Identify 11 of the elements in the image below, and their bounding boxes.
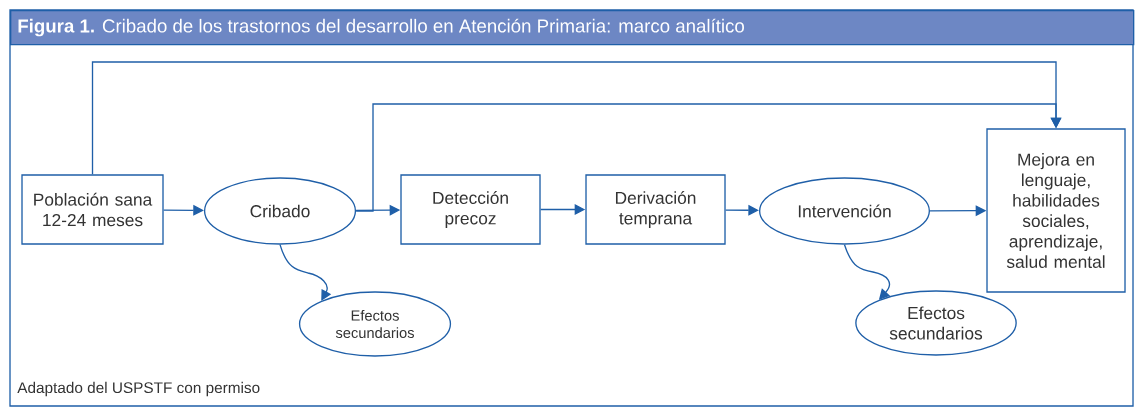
process-box: Detección precoz [400,174,541,245]
arrow [163,204,204,216]
arrow [279,244,332,301]
arrow [843,244,891,300]
arrow [725,204,759,216]
process-box: Población sana 12-24 meses [21,174,164,245]
figure-title: Figura 1. Cribado de los trastornos del desarrollo en Atención Primaria: marco analítico [18,18,744,37]
caption: Adaptado del USPSTF con permiso [17,381,260,397]
process-box: Mejora en lenguaje, habilidades sociales, aprendizaje, salud mental [986,128,1126,293]
process-box: Derivación temprana [585,174,726,245]
arrow [355,103,1062,212]
